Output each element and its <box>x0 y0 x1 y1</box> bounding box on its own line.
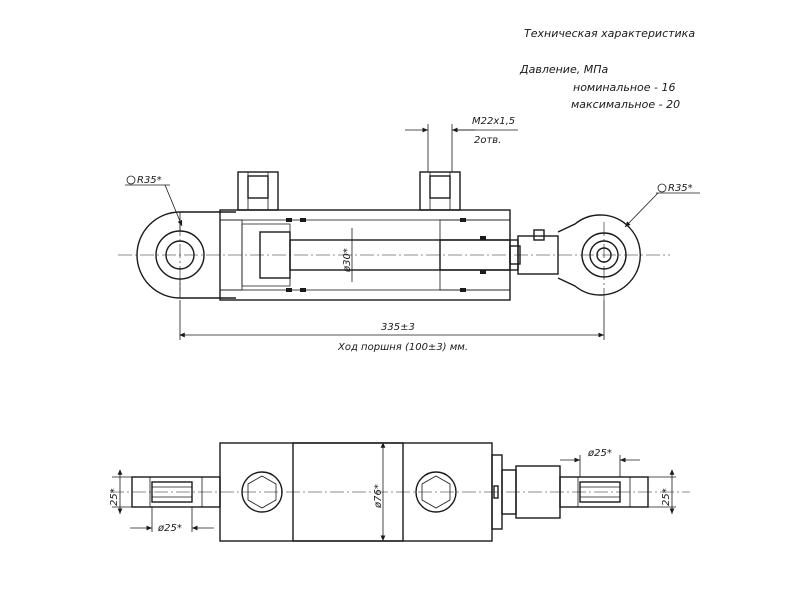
spec-maximal: максимальное - 20 <box>571 98 680 111</box>
barrel-diameter-dim: ø76* <box>373 442 386 541</box>
left-eye <box>136 211 236 299</box>
spec-pressure-label: Давление, МПа <box>519 63 608 76</box>
overall-length-dim: 335±3 Ход поршня (100±3) мм. <box>179 300 605 353</box>
port-count-label: 2отв. <box>474 135 501 146</box>
left-pin-label: ø25* <box>157 523 182 534</box>
rod-diameter-label: ø30* <box>342 248 353 273</box>
stroke-label: Ход поршня (100±3) мм. <box>337 342 468 353</box>
left-radius-label: R35* <box>137 175 162 186</box>
right-eye <box>533 214 641 300</box>
plan-body <box>219 442 503 542</box>
spec-nominal: номинальное - 16 <box>573 81 675 94</box>
plan-view: ø76* 25* 25* ø25* <box>109 442 690 542</box>
barrel-diameter-label: ø76* <box>373 484 384 509</box>
left-radius-callout: R35* <box>125 175 183 227</box>
piston-rod <box>289 235 559 275</box>
port-left <box>237 171 279 211</box>
left-pin-dim: ø25* <box>130 507 214 534</box>
left-width-dim: 25* <box>109 469 132 514</box>
right-width-label: 25* <box>661 488 672 506</box>
right-pin-label: ø25* <box>587 448 612 459</box>
spec-block: Техническая характеристика Давление, МПа… <box>519 27 695 111</box>
port-right <box>419 171 461 211</box>
left-width-label: 25* <box>109 488 120 506</box>
port-dimension: М22х1,5 2отв. <box>405 116 518 172</box>
port-thread-label: М22х1,5 <box>472 116 515 127</box>
spec-title: Техническая характеристика <box>524 27 695 40</box>
plan-right-end <box>501 465 649 519</box>
rod-diameter-dim: ø30* <box>342 228 353 282</box>
total-length-label: 335±3 <box>381 322 415 333</box>
right-pin-dim: ø25* <box>560 448 640 477</box>
barrel <box>219 209 511 301</box>
section-view: М22х1,5 2отв. R35* R35* ø30* 335±3 <box>118 116 700 353</box>
right-radius-callout: R35* <box>624 183 700 228</box>
right-radius-label: R35* <box>668 183 693 194</box>
right-width-dim: 25* <box>648 469 676 514</box>
